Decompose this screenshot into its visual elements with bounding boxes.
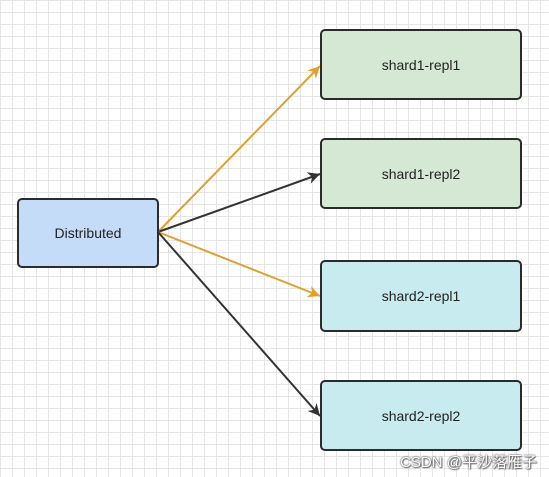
node-shard2-repl2: shard2-repl2	[320, 380, 522, 451]
edge-dist-s1r2	[157, 172, 321, 233]
node-shard1-repl1: shard1-repl1	[320, 29, 522, 100]
node-shard2-repl1-label: shard2-repl1	[381, 288, 461, 304]
node-shard1-repl2-label: shard1-repl2	[381, 165, 461, 182]
node-shard1-repl1-label: shard1-repl1	[381, 56, 461, 73]
node-distributed-label: Distributed	[54, 225, 122, 241]
node-shard1-repl2: shard1-repl2	[320, 138, 522, 209]
node-distributed: Distributed	[17, 198, 159, 268]
edge-dist-s2r1	[157, 231, 321, 298]
node-shard2-repl2-label: shard2-repl2	[381, 407, 461, 424]
node-shard2-repl1: shard2-repl1	[320, 260, 522, 332]
edge-dist-s2r2	[157, 231, 321, 417]
edge-dist-s1r1	[157, 65, 321, 233]
watermark: CSDN @平沙落雁子	[400, 454, 537, 471]
